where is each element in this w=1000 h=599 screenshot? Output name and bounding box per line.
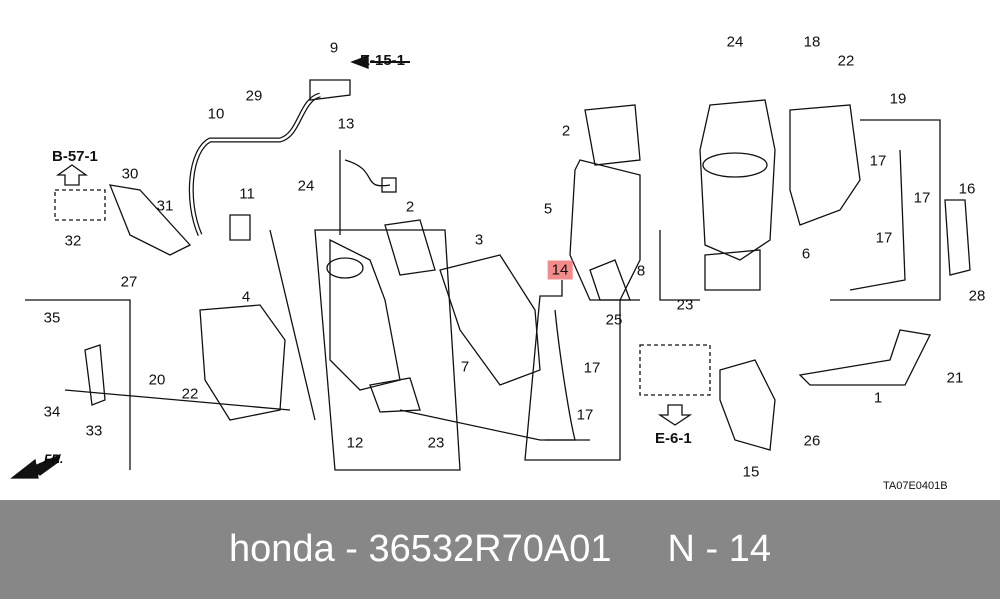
part-label[interactable]: 31 xyxy=(156,197,174,215)
part-label[interactable]: 19 xyxy=(889,90,907,108)
front-indicator: FR. xyxy=(44,452,64,466)
part-label[interactable]: 12 xyxy=(346,434,364,452)
exploded-view-drawing xyxy=(10,55,971,479)
part-label[interactable]: 7 xyxy=(460,358,470,376)
part-label[interactable]: 35 xyxy=(43,309,61,327)
part-label[interactable]: 2 xyxy=(405,198,415,216)
parts-diagram: E-15-1 B-57-1 E-6-1 9 29 10 13 30 31 11 … xyxy=(10,33,986,492)
part-label[interactable]: 29 xyxy=(245,87,263,105)
part-label[interactable]: 30 xyxy=(121,165,139,183)
part-label[interactable]: 33 xyxy=(85,422,103,440)
part-label[interactable]: 18 xyxy=(803,33,821,51)
part-label[interactable]: 22 xyxy=(181,385,199,403)
part-label[interactable]: 28 xyxy=(968,287,986,305)
part-label[interactable]: 8 xyxy=(636,262,646,280)
part-label[interactable]: 24 xyxy=(726,33,744,51)
part-label[interactable]: 26 xyxy=(803,432,821,450)
part-label[interactable]: 17 xyxy=(875,229,893,247)
part-label[interactable]: 4 xyxy=(241,288,251,306)
diagram-position: N - 14 xyxy=(667,528,771,570)
part-label[interactable]: 1 xyxy=(873,389,883,407)
part-label[interactable]: 10 xyxy=(207,105,225,123)
part-label[interactable]: 2 xyxy=(561,122,571,140)
part-label[interactable]: 23 xyxy=(427,434,445,452)
part-label[interactable]: 9 xyxy=(329,39,339,57)
part-label[interactable]: 34 xyxy=(43,403,61,421)
part-label[interactable]: 6 xyxy=(801,245,811,263)
part-number: 36532R70A01 xyxy=(368,528,612,570)
part-label[interactable]: 22 xyxy=(837,52,855,70)
ref-e-6-1[interactable]: E-6-1 xyxy=(655,430,692,447)
part-label[interactable]: 11 xyxy=(239,185,255,203)
part-label[interactable]: 32 xyxy=(64,232,82,250)
part-label[interactable]: 17 xyxy=(913,189,931,207)
part-label[interactable]: 17 xyxy=(576,406,594,424)
diagram-code: TA07E0401B xyxy=(883,480,948,492)
part-label[interactable]: 3 xyxy=(474,231,484,249)
part-label[interactable]: 13 xyxy=(337,115,355,133)
part-label[interactable]: 17 xyxy=(583,359,601,377)
part-label[interactable]: 17 xyxy=(869,152,887,170)
part-label[interactable]: 24 xyxy=(297,177,315,195)
ref-e-15-1[interactable]: E-15-1 xyxy=(360,52,406,69)
part-label[interactable]: 16 xyxy=(958,180,976,198)
part-label[interactable]: 15 xyxy=(742,463,760,481)
highlighted-part-label[interactable]: 14 xyxy=(547,260,573,280)
part-label[interactable]: 23 xyxy=(676,296,694,314)
part-label[interactable]: 5 xyxy=(543,200,553,218)
part-label[interactable]: 25 xyxy=(605,311,623,329)
part-label[interactable]: 20 xyxy=(148,371,166,389)
caption-separator: - xyxy=(334,528,369,570)
part-label[interactable]: 27 xyxy=(120,273,138,291)
caption-bar: honda - 36532R70A01 N - 14 xyxy=(0,500,1000,599)
ref-b-57-1[interactable]: B-57-1 xyxy=(52,148,98,165)
brand: honda xyxy=(229,528,335,570)
part-label[interactable]: 21 xyxy=(946,369,964,387)
